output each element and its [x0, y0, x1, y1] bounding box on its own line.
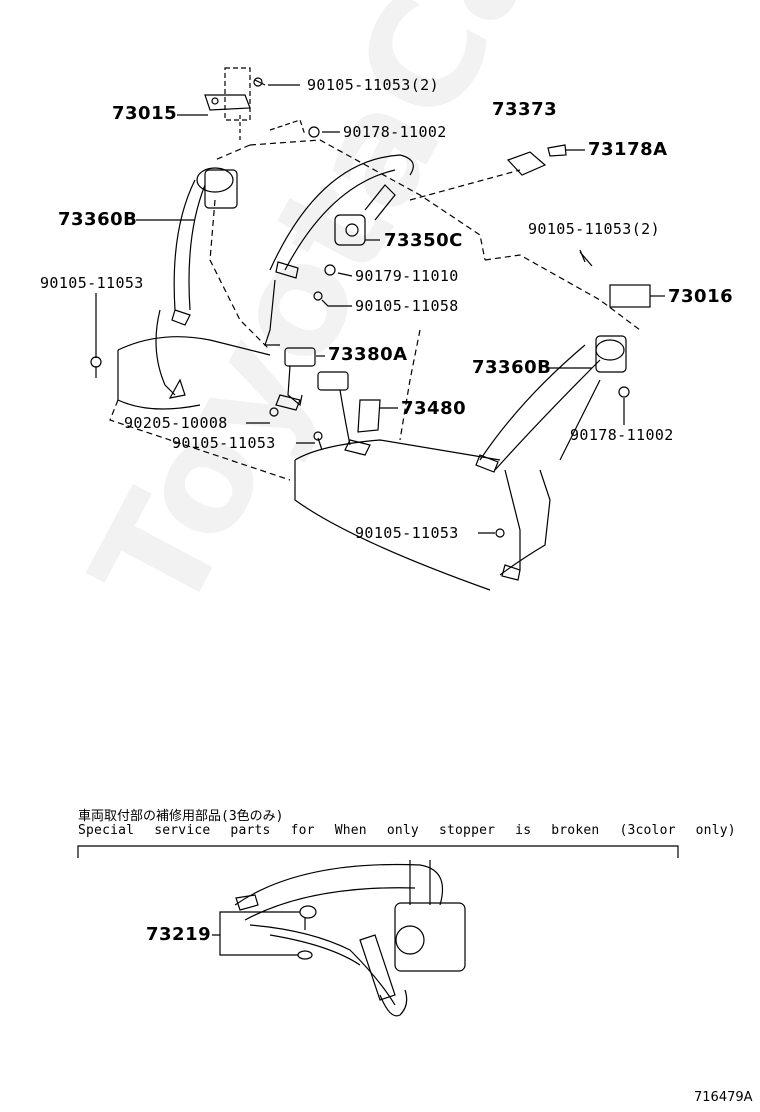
note-japanese: 車両取付部の補修用部品(3色のみ): [78, 809, 284, 824]
part-label-90178-11002-top: 90178-11002: [343, 123, 447, 141]
part-label-73360B-left: 73360B: [58, 209, 138, 230]
part-label-73360B-right: 73360B: [472, 357, 552, 378]
part-label-73480: 73480: [401, 398, 467, 419]
part-label-90105-11053-2-right: 90105-11053(2): [528, 220, 661, 238]
part-label-90105-11053-bottom: 90105-11053: [355, 524, 459, 542]
part-label-73015: 73015: [112, 103, 178, 124]
part-label-90105-11053-mid: 90105-11053: [172, 434, 276, 452]
note-english: Special service parts for When only stop…: [78, 823, 736, 838]
part-label-90178-11002-right: 90178-11002: [570, 426, 674, 444]
part-label-90105-11053-2-top: 90105-11053(2): [307, 76, 440, 94]
part-label-73350C: 73350C: [384, 230, 463, 251]
part-label-90179-11010: 90179-11010: [355, 267, 459, 285]
part-label-73373: 73373: [492, 99, 558, 120]
part-label-73178A: 73178A: [588, 139, 668, 160]
figure-id: 716479A: [694, 1090, 753, 1105]
part-label-73016: 73016: [668, 286, 734, 307]
part-label-90105-11053-left: 90105-11053: [40, 274, 144, 292]
part-label-90105-11058: 90105-11058: [355, 297, 459, 315]
part-label-73219: 73219: [146, 924, 212, 945]
part-label-90205-10008: 90205-10008: [124, 414, 228, 432]
part-label-73380A: 73380A: [328, 344, 408, 365]
